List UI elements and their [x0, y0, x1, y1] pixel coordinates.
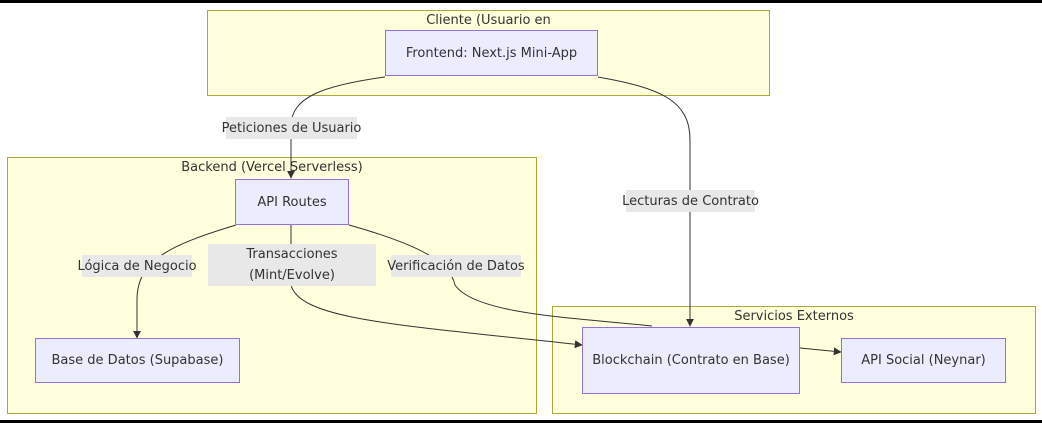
- edge-lecturas: [597, 76, 694, 327]
- edge-label-verificacion: Verificación de Datos: [387, 255, 525, 277]
- edge-label-lecturas: Lecturas de Contrato: [622, 190, 759, 212]
- node-api-routes-label: API Routes: [257, 194, 327, 210]
- node-api-social[interactable]: API Social (Neynar): [841, 338, 1006, 383]
- node-blockchain[interactable]: Blockchain (Contrato en Base): [582, 327, 800, 394]
- node-api-social-label: API Social (Neynar): [861, 353, 986, 368]
- cluster-servicios-title: Servicios Externos: [734, 309, 854, 324]
- node-blockchain-label: Blockchain (Contrato en Base): [592, 353, 790, 368]
- node-api-routes[interactable]: API Routes: [235, 179, 349, 225]
- edge-blockchain-social: [799, 347, 842, 356]
- node-base-datos-label: Base de Datos (Supabase): [51, 353, 224, 368]
- cluster-backend-title: Backend (Vercel Serverless): [181, 160, 363, 175]
- edge-label-transacciones: Transacciones (Mint/Evolve): [208, 244, 376, 286]
- edge-verificacion: [348, 224, 653, 327]
- bottom-border: [0, 420, 1042, 423]
- cluster-cliente-title: Cliente (Usuario en: [426, 13, 551, 28]
- edge-label-logica: Lógica de Negocio: [77, 255, 197, 277]
- node-base-datos[interactable]: Base de Datos (Supabase): [35, 338, 240, 383]
- node-frontend[interactable]: Frontend: Next.js Mini-App: [385, 30, 598, 76]
- node-frontend-label: Frontend: Next.js Mini-App: [405, 45, 578, 61]
- edge-transacciones: [290, 225, 583, 349]
- top-border: [0, 0, 1042, 3]
- edge-label-peticiones: Peticiones de Usuario: [222, 117, 361, 139]
